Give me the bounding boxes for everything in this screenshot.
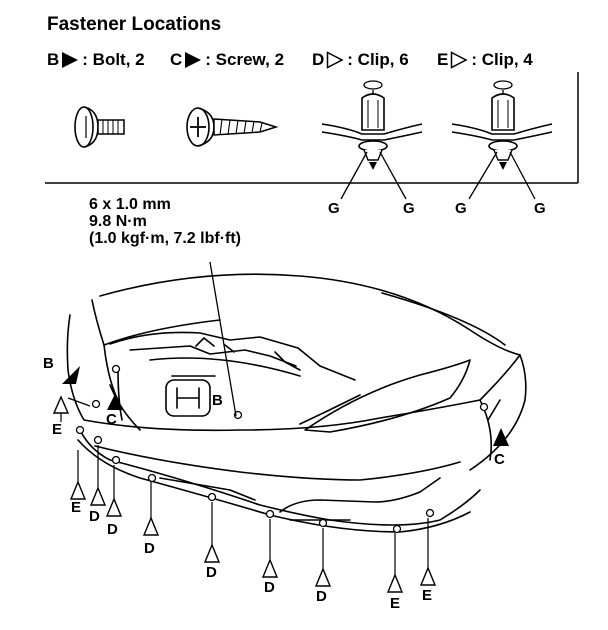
lower-lip	[79, 429, 481, 526]
callout-d: D	[144, 540, 155, 557]
legend-letter: C	[170, 50, 183, 69]
lower-grille	[159, 477, 256, 501]
emblem	[165, 379, 211, 417]
callout-d: D	[316, 588, 327, 605]
callout-e: E	[390, 595, 401, 612]
callout-c: C	[494, 451, 505, 468]
torque-alt: (1.0 kgf·m, 7.2 lbf·ft)	[89, 230, 242, 247]
filled-triangle-marker-icon	[185, 52, 202, 68]
callout-d: D	[89, 508, 100, 525]
legend-text: : Screw, 2	[205, 50, 285, 69]
radiator-support	[109, 331, 356, 381]
legend-clip-e: E : Clip, 4	[437, 50, 533, 70]
bumper-top-edge	[91, 299, 221, 346]
legend-text: : Clip, 6	[347, 50, 409, 69]
bolt-icon	[74, 106, 125, 148]
callout-e: E	[71, 499, 82, 516]
screw-icon	[186, 107, 279, 147]
callout-e: E	[422, 587, 433, 604]
filled-triangle-marker-icon	[62, 52, 79, 68]
legend-text: : Bolt, 2	[82, 50, 145, 69]
outline-triangle-marker-icon	[52, 395, 437, 593]
clip-icon	[451, 80, 553, 170]
hood-edge-right	[381, 292, 506, 346]
callout-d: D	[107, 521, 118, 538]
callout-b: B	[212, 392, 223, 409]
legend-bolt: B : Bolt, 2	[47, 50, 145, 70]
bumper-face	[66, 314, 527, 471]
callout-e: E	[52, 421, 63, 438]
clip-label-g: G	[403, 200, 415, 217]
callout-c: C	[106, 411, 117, 428]
outline-triangle-marker-icon	[327, 51, 344, 69]
legend-letter: B	[47, 50, 60, 69]
filled-triangle-marker-icon	[62, 366, 509, 446]
clip-icon	[321, 80, 423, 170]
legend-clip-d: D : Clip, 6	[312, 50, 409, 70]
callout-d: D	[264, 579, 275, 596]
bolt-size: 6 x 1.0 mm	[89, 196, 171, 213]
legend-letter: E	[437, 50, 449, 69]
headlight	[304, 359, 471, 433]
callout-b: B	[43, 355, 54, 372]
torque-nm: 9.8 N·m	[89, 213, 147, 230]
outline-triangle-marker-icon	[451, 51, 468, 69]
torque-spec: 6 x 1.0 mm 9.8 N·m (1.0 kgf·m, 7.2 lbf·f…	[89, 196, 241, 247]
diagram-title: Fastener Locations	[47, 14, 222, 35]
hood-outline	[99, 273, 521, 356]
clip-label-g: G	[455, 200, 467, 217]
callout-d: D	[206, 564, 217, 581]
clip-label-g: G	[534, 200, 546, 217]
legend-letter: D	[312, 50, 325, 69]
clip-label-g: G	[328, 200, 340, 217]
fastener-holes	[75, 364, 489, 534]
legend-text: : Clip, 4	[471, 50, 533, 69]
legend-screw: C : Screw, 2	[170, 50, 284, 70]
